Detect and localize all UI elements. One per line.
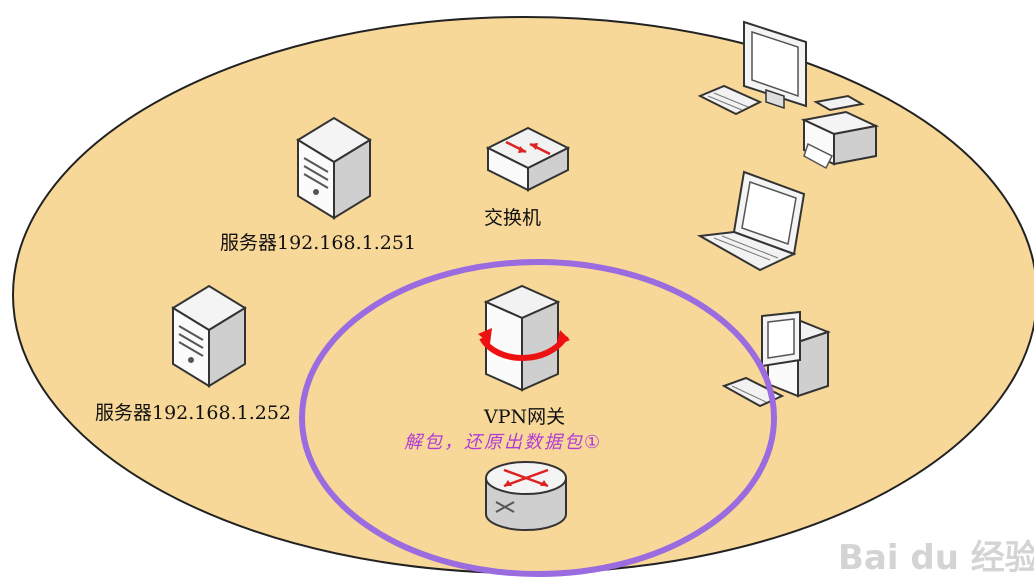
highlight-ring [299, 259, 777, 577]
switch-icon [485, 126, 571, 192]
baidu-watermark: Bai du 经验 [838, 538, 1034, 578]
printer-icon [800, 94, 880, 170]
router-icon [485, 461, 567, 531]
laptop-icon [696, 170, 806, 272]
workstation-computer-icon [721, 310, 831, 408]
switch-label: 交换机 [484, 207, 542, 229]
vpn-gateway-icon [478, 284, 570, 392]
server-label: 服务器192.168.1.252 [95, 402, 292, 424]
annotation-text: 解包，还原出数据包① [404, 432, 603, 453]
server-icon [296, 116, 372, 220]
server-label: 服务器192.168.1.251 [220, 232, 417, 254]
vpn-gateway-label: VPN网关 [484, 406, 566, 428]
desktop-computer-icon [697, 20, 807, 116]
server-icon [171, 284, 247, 388]
